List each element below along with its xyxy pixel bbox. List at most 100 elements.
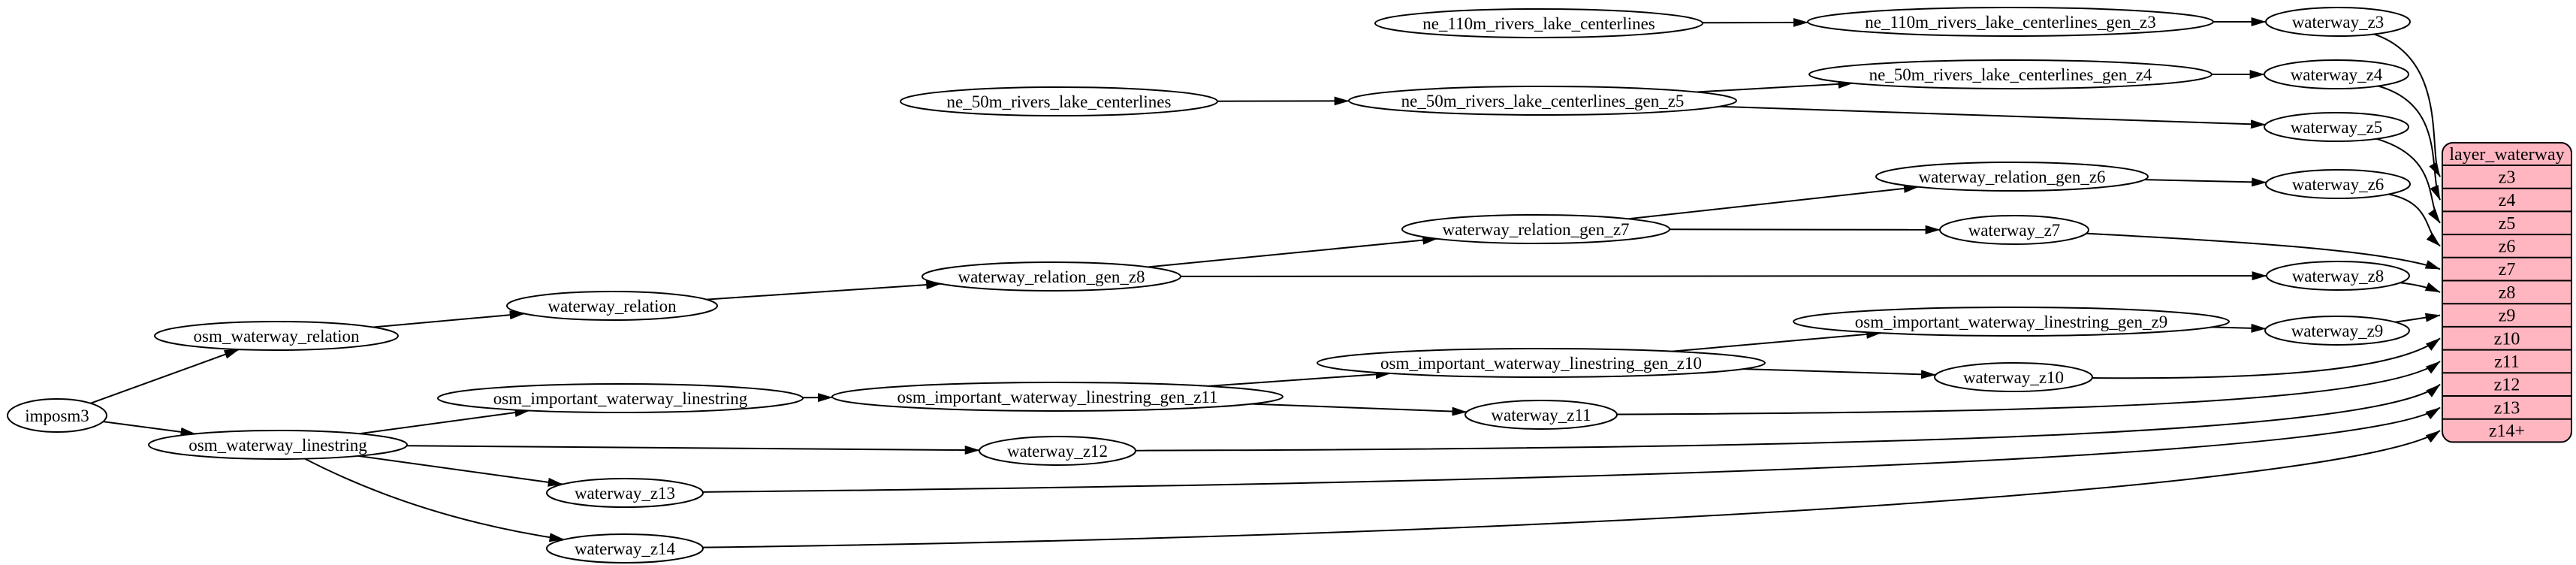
node-label: osm_waterway_linestring: [189, 436, 367, 455]
node-waterway-relation-gen-z8: waterway_relation_gen_z8: [922, 261, 1181, 292]
edge-waterway-z10-to-row-z10: [2092, 337, 2441, 379]
node-waterway-z7: waterway_z7: [1939, 215, 2089, 245]
edge-osm-important-waterway-linestring-gen-z9-to-waterway-z9: [2212, 323, 2267, 333]
node-waterway-z13: waterway_z13: [546, 478, 704, 508]
node-imposm3: imposm3: [7, 398, 107, 433]
node-waterway-z6: waterway_z6: [2265, 169, 2411, 199]
edge-waterway-z5-to-row-z5: [2376, 137, 2441, 224]
edge-imposm3-to-osm-waterway-relation: [90, 349, 240, 404]
node-ellipse-waterway-z7: [1939, 215, 2089, 245]
edge-waterway-z9-to-row-z9: [2395, 313, 2441, 323]
node-ne-50m-rivers-lake-centerlines: ne_50m_rivers_lake_centerlines: [900, 86, 1218, 116]
node-ellipse-osm-waterway-linestring: [148, 430, 408, 460]
node-ellipse-osm-important-waterway-linestring-gen-z10: [1317, 348, 1766, 378]
table-row-z7: z7: [2499, 260, 2516, 279]
node-label: waterway_z13: [575, 484, 675, 503]
table-row-z11: z11: [2494, 352, 2520, 372]
edge-waterway-z7-to-row-z7: [2086, 232, 2441, 270]
node-label: waterway_z12: [1007, 442, 1108, 461]
node-waterway-relation-gen-z6: waterway_relation_gen_z6: [1875, 162, 2149, 192]
layer-waterway-table: layer_waterwayz3z4z5z6z7z8z9z10z11z12z13…: [2442, 142, 2572, 443]
edge-osm-important-waterway-linestring-gen-z11-to-waterway-z11: [1251, 403, 1467, 416]
table-row-z9: z9: [2499, 307, 2516, 326]
node-label: waterway_relation_gen_z8: [958, 267, 1145, 286]
node-label: waterway_z10: [1963, 368, 2064, 387]
node-ellipse-waterway-z3: [2265, 7, 2411, 37]
table-row-z10: z10: [2494, 329, 2520, 349]
node-label: waterway_relation: [547, 297, 677, 316]
edge-osm-important-waterway-linestring-gen-z11-to-osm-important-waterway-linestring-gen-z10: [1208, 370, 1391, 387]
node-ellipse-waterway-relation-gen-z6: [1875, 162, 2149, 192]
node-label: waterway_z8: [2292, 267, 2384, 286]
node-ellipse-waterway-z4: [2264, 59, 2409, 89]
node-label: waterway_relation_gen_z7: [1442, 220, 1629, 239]
node-ellipse-waterway-z10: [1934, 362, 2093, 392]
table-row-z3: z3: [2499, 168, 2516, 187]
edge-osm-waterway-linestring-to-waterway-z13: [358, 455, 563, 487]
node-osm-important-waterway-linestring-gen-z10: osm_important_waterway_linestring_gen_z1…: [1317, 348, 1766, 378]
node-ellipse-osm-waterway-relation: [154, 321, 399, 351]
edge-waterway-z14-to-row-z14plus: [702, 430, 2441, 548]
node-ellipse-ne-110m-rivers-lake-centerlines-gen-z3: [1807, 7, 2214, 37]
node-label: waterway_z3: [2292, 13, 2384, 32]
table-row-z5: z5: [2499, 214, 2516, 234]
node-ellipse-waterway-z11: [1464, 400, 1618, 430]
node-ellipse-imposm3: [7, 398, 107, 433]
node-label: ne_50m_rivers_lake_centerlines_gen_z4: [1869, 65, 2152, 84]
edge-osm-waterway-linestring-to-waterway-z12: [406, 445, 980, 455]
node-osm-important-waterway-linestring-gen-z11: osm_important_waterway_linestring_gen_z1…: [831, 382, 1283, 412]
node-waterway-z4: waterway_z4: [2264, 59, 2409, 89]
edge-waterway-z13-to-row-z13: [702, 406, 2441, 493]
node-waterway-z12: waterway_z12: [979, 436, 1136, 466]
node-label: waterway_z6: [2292, 175, 2384, 194]
node-label: osm_important_waterway_linestring_gen_z1…: [1380, 354, 1702, 373]
node-waterway-z3: waterway_z3: [2265, 7, 2411, 37]
node-ne-50m-rivers-lake-centerlines-gen-z5: ne_50m_rivers_lake_centerlines_gen_z5: [1348, 86, 1737, 116]
node-ellipse-waterway-z5: [2264, 112, 2409, 142]
node-waterway-z8: waterway_z8: [2266, 261, 2410, 291]
node-label: waterway_z9: [2291, 322, 2384, 340]
edge-waterway-z8-to-row-z8: [2400, 282, 2441, 293]
node-label: waterway_z4: [2291, 65, 2383, 84]
edge-waterway-z4-to-row-z4: [2378, 85, 2441, 201]
edge-waterway-relation-gen-z7-to-waterway-relation-gen-z6: [1628, 183, 1919, 220]
edge-waterway-z11-to-row-z11: [1616, 361, 2441, 415]
edge-osm-waterway-linestring-to-waterway-z14: [304, 458, 565, 542]
node-label: ne_50m_rivers_lake_centerlines_gen_z5: [1401, 92, 1685, 110]
node-ellipse-waterway-z13: [546, 478, 704, 508]
node-waterway-relation: waterway_relation: [506, 291, 718, 321]
edge-osm-important-waterway-linestring-gen-z10-to-waterway-z10: [1743, 368, 1936, 379]
table-row-z4: z4: [2499, 191, 2516, 210]
table-row-z14plus: z14+: [2489, 421, 2525, 441]
table-row-z12: z12: [2494, 376, 2520, 395]
edge-osm-important-waterway-linestring-gen-z10-to-osm-important-waterway-linestring-gen-z9: [1672, 329, 1882, 352]
node-ellipse-ne-50m-rivers-lake-centerlines-gen-z5: [1348, 86, 1737, 116]
edge-waterway-relation-to-waterway-relation-gen-z8: [706, 280, 942, 301]
edge-waterway-relation-gen-z8-to-waterway-relation-gen-z7: [1148, 235, 1438, 268]
node-waterway-z14: waterway_z14: [546, 533, 704, 563]
table-row-z13: z13: [2494, 398, 2520, 418]
node-osm-important-waterway-linestring: osm_important_waterway_linestring: [437, 383, 804, 413]
node-label: imposm3: [25, 406, 89, 425]
edge-waterway-relation-gen-z7-to-waterway-z7: [1669, 225, 1941, 234]
node-waterway-z11: waterway_z11: [1464, 400, 1618, 430]
node-label: waterway_z7: [1968, 221, 2061, 240]
node-waterway-relation-gen-z7: waterway_relation_gen_z7: [1401, 214, 1670, 244]
node-ellipse-waterway-z6: [2265, 169, 2411, 199]
node-label: osm_important_waterway_linestring_gen_z1…: [897, 388, 1217, 406]
node-label: ne_110m_rivers_lake_centerlines: [1422, 14, 1655, 33]
node-osm-waterway-relation: osm_waterway_relation: [154, 321, 399, 351]
node-label: ne_110m_rivers_lake_centerlines_gen_z3: [1865, 13, 2155, 32]
node-osm-waterway-linestring: osm_waterway_linestring: [148, 430, 408, 460]
node-ellipse-osm-important-waterway-linestring-gen-z11: [831, 382, 1283, 412]
table-row-z8: z8: [2499, 283, 2516, 303]
edge-waterway-relation-gen-z6-to-waterway-z6: [2144, 177, 2267, 187]
node-ellipse-osm-important-waterway-linestring-gen-z9: [1793, 307, 2230, 337]
edge-waterway-z12-to-row-z12: [1135, 383, 2441, 452]
node-ellipse-ne-110m-rivers-lake-centerlines: [1374, 8, 1703, 38]
node-label: waterway_relation_gen_z6: [1918, 168, 2105, 186]
edge-ne-50m-rivers-lake-centerlines-gen-z5-to-ne-50m-rivers-lake-centerlines-gen-z4: [1697, 79, 1854, 93]
edge-ne-50m-rivers-lake-centerlines-gen-z5-to-waterway-z5: [1719, 105, 2266, 129]
node-ne-50m-rivers-lake-centerlines-gen-z4: ne_50m_rivers_lake_centerlines_gen_z4: [1808, 59, 2213, 89]
